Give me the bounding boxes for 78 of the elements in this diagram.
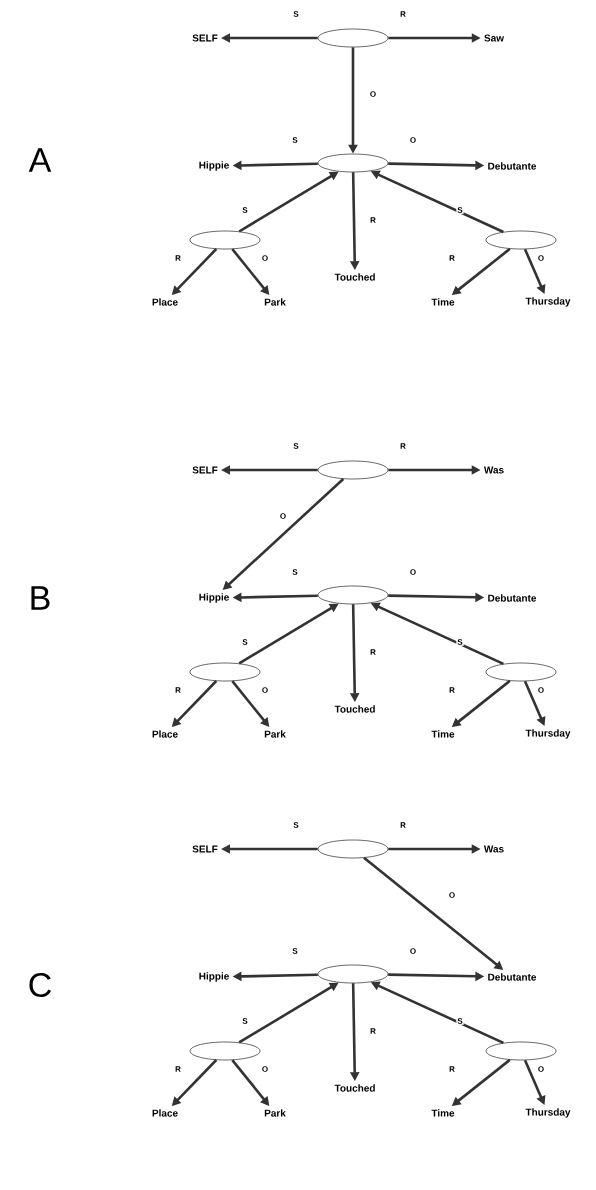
ellipse-node [317, 28, 389, 48]
node-label: Was [483, 845, 504, 853]
node-label: Place [152, 298, 178, 306]
node-label: Time [431, 1109, 455, 1117]
node-label: Time [431, 298, 455, 306]
ellipse-node [189, 662, 261, 682]
node-label: Hippie [199, 161, 229, 171]
edge-label: O [408, 136, 418, 144]
node-label: Thursday [525, 729, 571, 739]
node-label: Park [264, 730, 286, 738]
edge-label: O [278, 512, 288, 520]
ellipse-node [189, 1041, 261, 1061]
edge-label: O [536, 686, 546, 694]
edge-label: O [408, 947, 418, 955]
edge-label: O [368, 90, 378, 98]
node-label: Place [152, 1109, 178, 1117]
edge-label: R [369, 1027, 377, 1035]
edge-label: R [174, 254, 182, 262]
node-label: Hippie [199, 972, 229, 982]
edge-label: O [447, 891, 457, 899]
edge-label: R [369, 648, 377, 656]
node-label: Thursday [525, 1108, 571, 1118]
edge-label: S [291, 136, 299, 144]
edge-label: R [448, 1065, 456, 1073]
edge-label: R [174, 1065, 182, 1073]
node-label: Debutante [488, 162, 537, 170]
edge-label: R [399, 821, 407, 829]
edge-label: S [241, 638, 249, 646]
edge-label: S [241, 206, 249, 214]
edge-label: O [536, 1065, 546, 1073]
node-label: Touched [334, 273, 375, 281]
node-label: SELF [192, 34, 218, 42]
edge-label: O [260, 686, 270, 694]
edge-label: R [448, 686, 456, 694]
node-label: Saw [484, 34, 505, 42]
edge-label: S [456, 1017, 464, 1025]
edge-label: S [456, 206, 464, 214]
edge-label: O [536, 254, 546, 262]
edge-label: S [291, 568, 299, 576]
node-label: Hippie [199, 593, 229, 603]
panel-letter: A [28, 148, 52, 172]
edge-label: R [369, 216, 377, 224]
ellipse-node [485, 1041, 557, 1061]
node-label: Park [264, 298, 286, 306]
edge-label: R [399, 10, 407, 18]
edge-label: S [241, 1017, 249, 1025]
node-label: Park [264, 1109, 286, 1117]
ellipse-node [317, 964, 389, 984]
ellipse-node [485, 230, 557, 250]
ellipse-node [485, 662, 557, 682]
node-label: SELF [192, 466, 218, 474]
edge-label: S [292, 821, 300, 829]
node-label: Time [431, 730, 455, 738]
panel-letter: C [29, 972, 51, 998]
edge-label: S [456, 638, 464, 646]
node-label: Debutante [488, 973, 537, 981]
node-label: Was [483, 466, 504, 474]
edge-label: S [292, 442, 300, 450]
edge-label: R [399, 442, 407, 450]
node-label: SELF [192, 845, 218, 853]
edge-label: O [408, 568, 418, 576]
ellipse-node [317, 460, 389, 480]
edge-label: R [174, 686, 182, 694]
edge-label: S [292, 10, 300, 18]
panel-letter: B [31, 586, 50, 610]
node-label: Touched [334, 1084, 375, 1092]
ellipse-node [317, 839, 389, 859]
node-label: Debutante [488, 594, 537, 602]
node-label: Place [152, 730, 178, 738]
edge-label: O [260, 254, 270, 262]
ellipse-node [317, 585, 389, 605]
ellipse-node [317, 153, 389, 173]
edge-label: S [291, 947, 299, 955]
edge-label: O [260, 1065, 270, 1073]
edge-label: R [448, 254, 456, 262]
node-label: Thursday [525, 297, 571, 307]
node-label: Touched [334, 705, 375, 713]
ellipse-node [189, 230, 261, 250]
